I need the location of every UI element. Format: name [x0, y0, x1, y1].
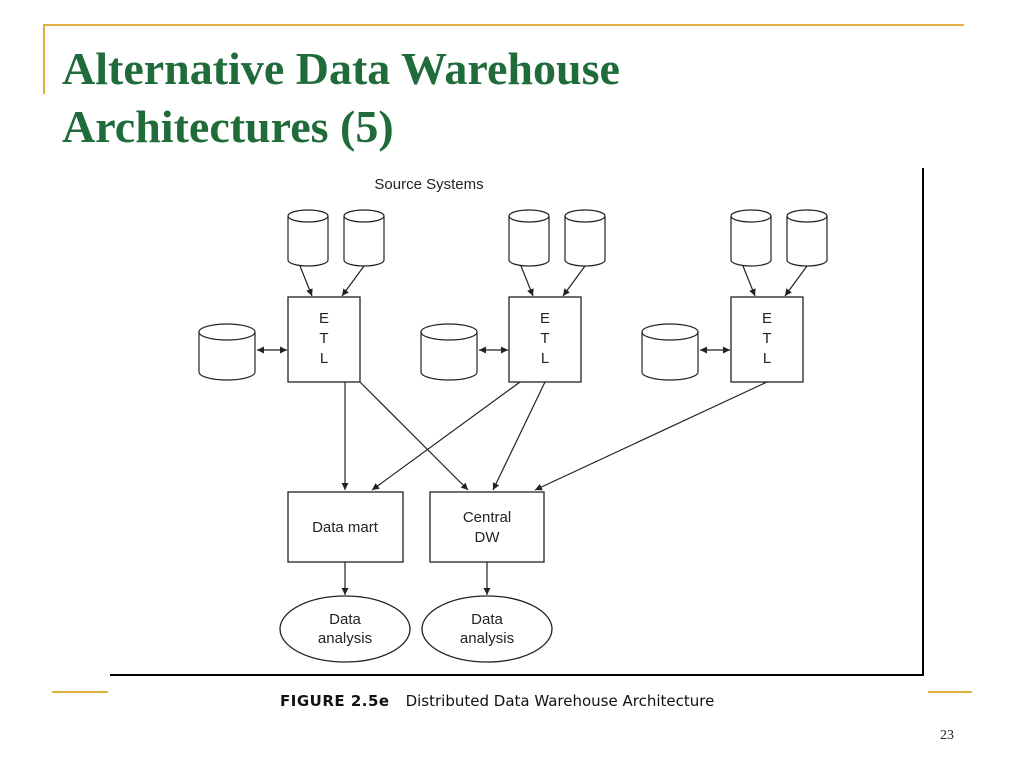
staging-db-1: [198, 323, 256, 381]
analysis-1-line-1: Data: [329, 611, 361, 628]
source-to-etl-arrows: [299, 265, 808, 297]
etl-to-targets-arrows: [341, 381, 768, 491]
etl-1-letter-l: L: [320, 350, 328, 367]
staging-db-3: [641, 323, 699, 381]
etl-box-1: E T L: [287, 296, 361, 383]
data-mart-label: Data mart: [312, 519, 379, 536]
frame-left-line: [43, 24, 45, 94]
source-db-2a: [508, 209, 550, 267]
source-db-3b: [786, 209, 828, 267]
source-db-1a: [287, 209, 329, 267]
central-dw-label-line-1: Central: [463, 509, 511, 526]
staging-db-2: [420, 323, 478, 381]
figure-caption: FIGURE 2.5e Distributed Data Warehouse Ar…: [280, 692, 714, 710]
etl-3-letter-t: T: [762, 330, 771, 347]
frame-bottom-left-line: [52, 691, 108, 693]
source-db-2b: [564, 209, 606, 267]
etl-1-letter-t: T: [319, 330, 328, 347]
slide-title-line-2: Architectures (5): [62, 101, 394, 152]
frame-top-line: [44, 24, 964, 26]
slide-title: Alternative Data Warehouse Architectures…: [62, 40, 962, 156]
etl-2-letter-e: E: [540, 310, 550, 327]
frame-bottom-right-line: [928, 691, 972, 693]
etl-box-2: E T L: [508, 296, 582, 383]
source-systems-label: Source Systems: [374, 176, 483, 193]
source-db-3a: [730, 209, 772, 267]
source-db-1b: [343, 209, 385, 267]
data-analysis-ellipse-2: Data analysis: [421, 595, 553, 663]
figure-caption-label: FIGURE 2.5e: [280, 692, 390, 710]
analysis-2-line-2: analysis: [460, 630, 514, 647]
figure-caption-text: Distributed Data Warehouse Architecture: [405, 692, 715, 710]
etl-3-letter-e: E: [762, 310, 772, 327]
data-analysis-ellipse-1: Data analysis: [279, 595, 411, 663]
analysis-1-line-2: analysis: [318, 630, 372, 647]
targets-to-analysis-arrows: [341, 562, 491, 595]
page-number: 23: [940, 728, 954, 743]
etl-3-letter-l: L: [763, 350, 771, 367]
central-dw-box: Central DW: [429, 491, 545, 563]
etl-box-3: E T L: [730, 296, 804, 383]
slide-title-line-1: Alternative Data Warehouse: [62, 43, 620, 94]
data-mart-box: Data mart: [287, 491, 404, 563]
etl-1-letter-e: E: [319, 310, 329, 327]
central-dw-label-line-2: DW: [475, 529, 501, 546]
analysis-2-line-1: Data: [471, 611, 503, 628]
etl-2-letter-t: T: [540, 330, 549, 347]
etl-2-letter-l: L: [541, 350, 549, 367]
